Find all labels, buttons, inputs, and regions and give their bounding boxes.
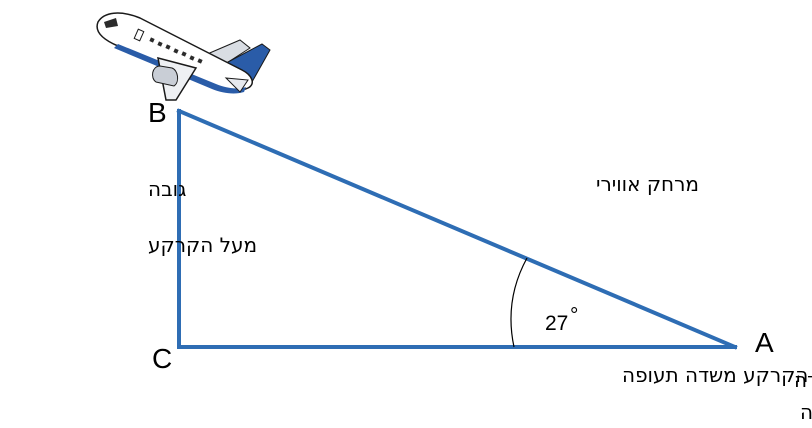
vertex-label-b: B: [148, 97, 167, 128]
height-label-line2: מעל הקרקע: [148, 233, 257, 257]
airplane-icon: [96, 12, 271, 101]
vertex-label-c: C: [152, 343, 172, 374]
angle-value: 27: [545, 312, 568, 335]
vertex-label-a: A: [755, 327, 774, 358]
hypotenuse-label: מרחק אווירי: [596, 172, 699, 196]
side-ab-hypotenuse: [176, 108, 738, 350]
ground-distance-label: מרחק על הקרקע משדה תעופה: [622, 363, 812, 387]
height-label-line1: גובה: [148, 177, 186, 201]
angle-arc: [510, 257, 528, 348]
angle-degree-symbol: °: [570, 304, 578, 327]
airport-label-line1: שדה: [794, 368, 812, 392]
